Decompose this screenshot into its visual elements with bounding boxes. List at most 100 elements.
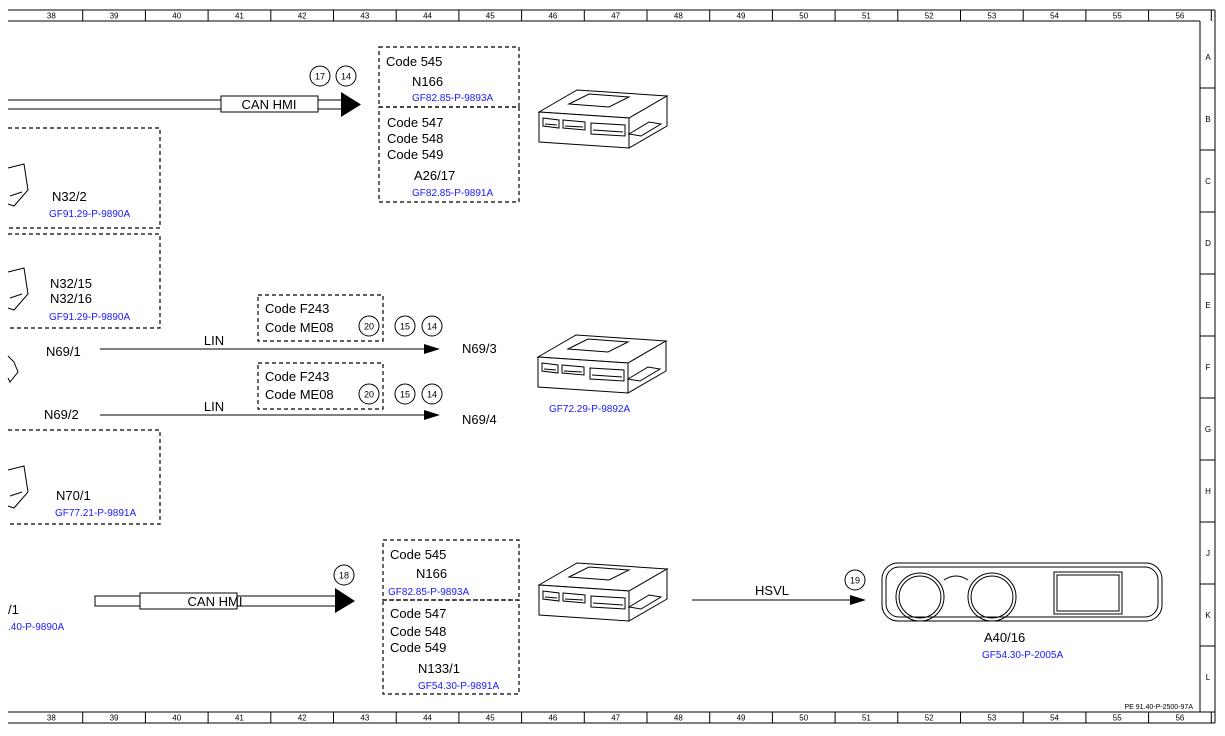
row-K: K [1205,611,1211,620]
row-C: C [1205,177,1211,186]
bottom-ecu-module [537,562,669,622]
svg-text:17: 17 [315,72,325,82]
left-partial-components: N32/2 GF91.29-P-9890A N32/15 N32/16 GF91… [7,127,161,633]
row-D: D [1205,239,1211,248]
a40-16-ref: GF54.30-P-2005A [982,650,1063,661]
svg-text:14: 14 [427,322,437,332]
drawing-frame [8,9,1216,724]
col-bottom-53: 53 [987,714,996,723]
bottom-code-547: Code 547 [390,606,446,621]
lin1-circle-20: 20 [358,315,380,337]
n32-2-ref: GF91.29-P-9890A [49,209,130,220]
bottom-code-545: Code 545 [390,547,446,562]
svg-text:15: 15 [400,322,410,332]
a26-17-ref: GF82.85-P-9891A [412,188,493,199]
top-can-label: CAN HMI [242,97,297,112]
lin1-code-me08: Code ME08 [265,320,334,335]
lin1-circle-15: 15 [394,315,416,337]
col-top-56: 56 [1175,12,1184,21]
col-top-49: 49 [737,12,746,21]
col-bottom-45: 45 [486,714,495,723]
col-top-52: 52 [925,12,934,21]
col-top-46: 46 [548,12,557,21]
svg-text:20: 20 [364,322,374,332]
circle-17: 17 [309,65,331,87]
col-bottom-48: 48 [674,714,683,723]
n32-15-label: N32/15 [50,276,92,291]
col-top-40: 40 [172,12,181,21]
lin2-label: LIN [204,399,224,414]
col-top-53: 53 [987,12,996,21]
svg-text:18: 18 [339,571,349,581]
n69-2-label: N69/2 [44,407,79,422]
n133-1-ref: GF54.30-P-9891A [418,681,499,692]
top-n166-label: N166 [412,74,443,89]
top-code-548: Code 548 [387,131,443,146]
lin2-circle-15: 15 [394,383,416,405]
row-A: A [1205,53,1211,62]
col-bottom-42: 42 [298,714,307,723]
n32-2-label: N32/2 [52,189,87,204]
lin1-code-f243: Code F243 [265,301,329,316]
bottom-code-548: Code 548 [390,624,446,639]
bottom-can-arrowhead [335,588,355,613]
lin2-circle-14: 14 [421,383,443,405]
top-ecu-module [537,89,669,149]
col-bottom-54: 54 [1050,714,1059,723]
col-top-44: 44 [423,12,432,21]
bottom-can-label: CAN HMI [188,594,243,609]
col-bottom-44: 44 [423,714,432,723]
top-code-549: Code 549 [387,147,443,162]
svg-text:20: 20 [364,390,374,400]
col-top-54: 54 [1050,12,1059,21]
col-top-48: 48 [674,12,683,21]
n69-3-label: N69/3 [462,341,497,356]
col-bottom-50: 50 [799,714,808,723]
n32-16-label: N32/16 [50,291,92,306]
lin-bus-2: Code F243 Code ME08 20 15 14 N69/2 LIN N… [44,362,497,427]
mid-ecu-module [536,334,668,394]
instrument-cluster: A40/16 GF54.30-P-2005A [881,562,1163,661]
row-G: G [1205,425,1211,434]
col-bottom-49: 49 [737,714,746,723]
col-top-39: 39 [110,12,119,21]
circle-18: 18 [333,564,355,586]
n133-1-label: N133/1 [418,661,460,676]
col-top-38: 38 [47,12,56,21]
col-top-51: 51 [862,12,871,21]
row-H: H [1205,487,1211,496]
col-bottom-47: 47 [611,714,620,723]
col-top-43: 43 [360,12,369,21]
col-bottom-51: 51 [862,714,871,723]
col-top-47: 47 [611,12,620,21]
col-bottom-41: 41 [235,714,244,723]
lin1-label: LIN [204,333,224,348]
n70-1-ref: GF77.21-P-9891A [55,508,136,519]
top-can-hmi-bus: CAN HMI 17 14 [8,65,361,117]
bottom-left-partial-label: /1 [8,602,19,617]
bottom-code-box: Code 545 N166 GF82.85-P-9893A Code 547 C… [382,539,520,695]
n70-1-label: N70/1 [56,488,91,503]
col-top-45: 45 [486,12,495,21]
col-bottom-38: 38 [47,714,56,723]
lin2-circle-20: 20 [358,383,380,405]
top-code-545: Code 545 [386,54,442,69]
col-bottom-43: 43 [360,714,369,723]
circle-14: 14 [335,65,357,87]
bottom-left-partial-ref: .40-P-9890A [8,622,64,633]
row-E: E [1205,301,1210,310]
col-bottom-52: 52 [925,714,934,723]
n69-1-label: N69/1 [46,344,81,359]
n32-15-16-ref: GF91.29-P-9890A [49,312,130,323]
bottom-n166-ref: GF82.85-P-9893A [388,587,469,598]
row-F: F [1206,363,1211,372]
bottom-can-hmi-bus: CAN HMI 18 [94,564,355,613]
top-n166-ref: GF82.85-P-9893A [412,93,493,104]
svg-text:14: 14 [341,72,351,82]
col-top-41: 41 [235,12,244,21]
top-can-arrowhead [341,92,361,117]
lin2-code-f243: Code F243 [265,369,329,384]
row-B: B [1205,115,1210,124]
